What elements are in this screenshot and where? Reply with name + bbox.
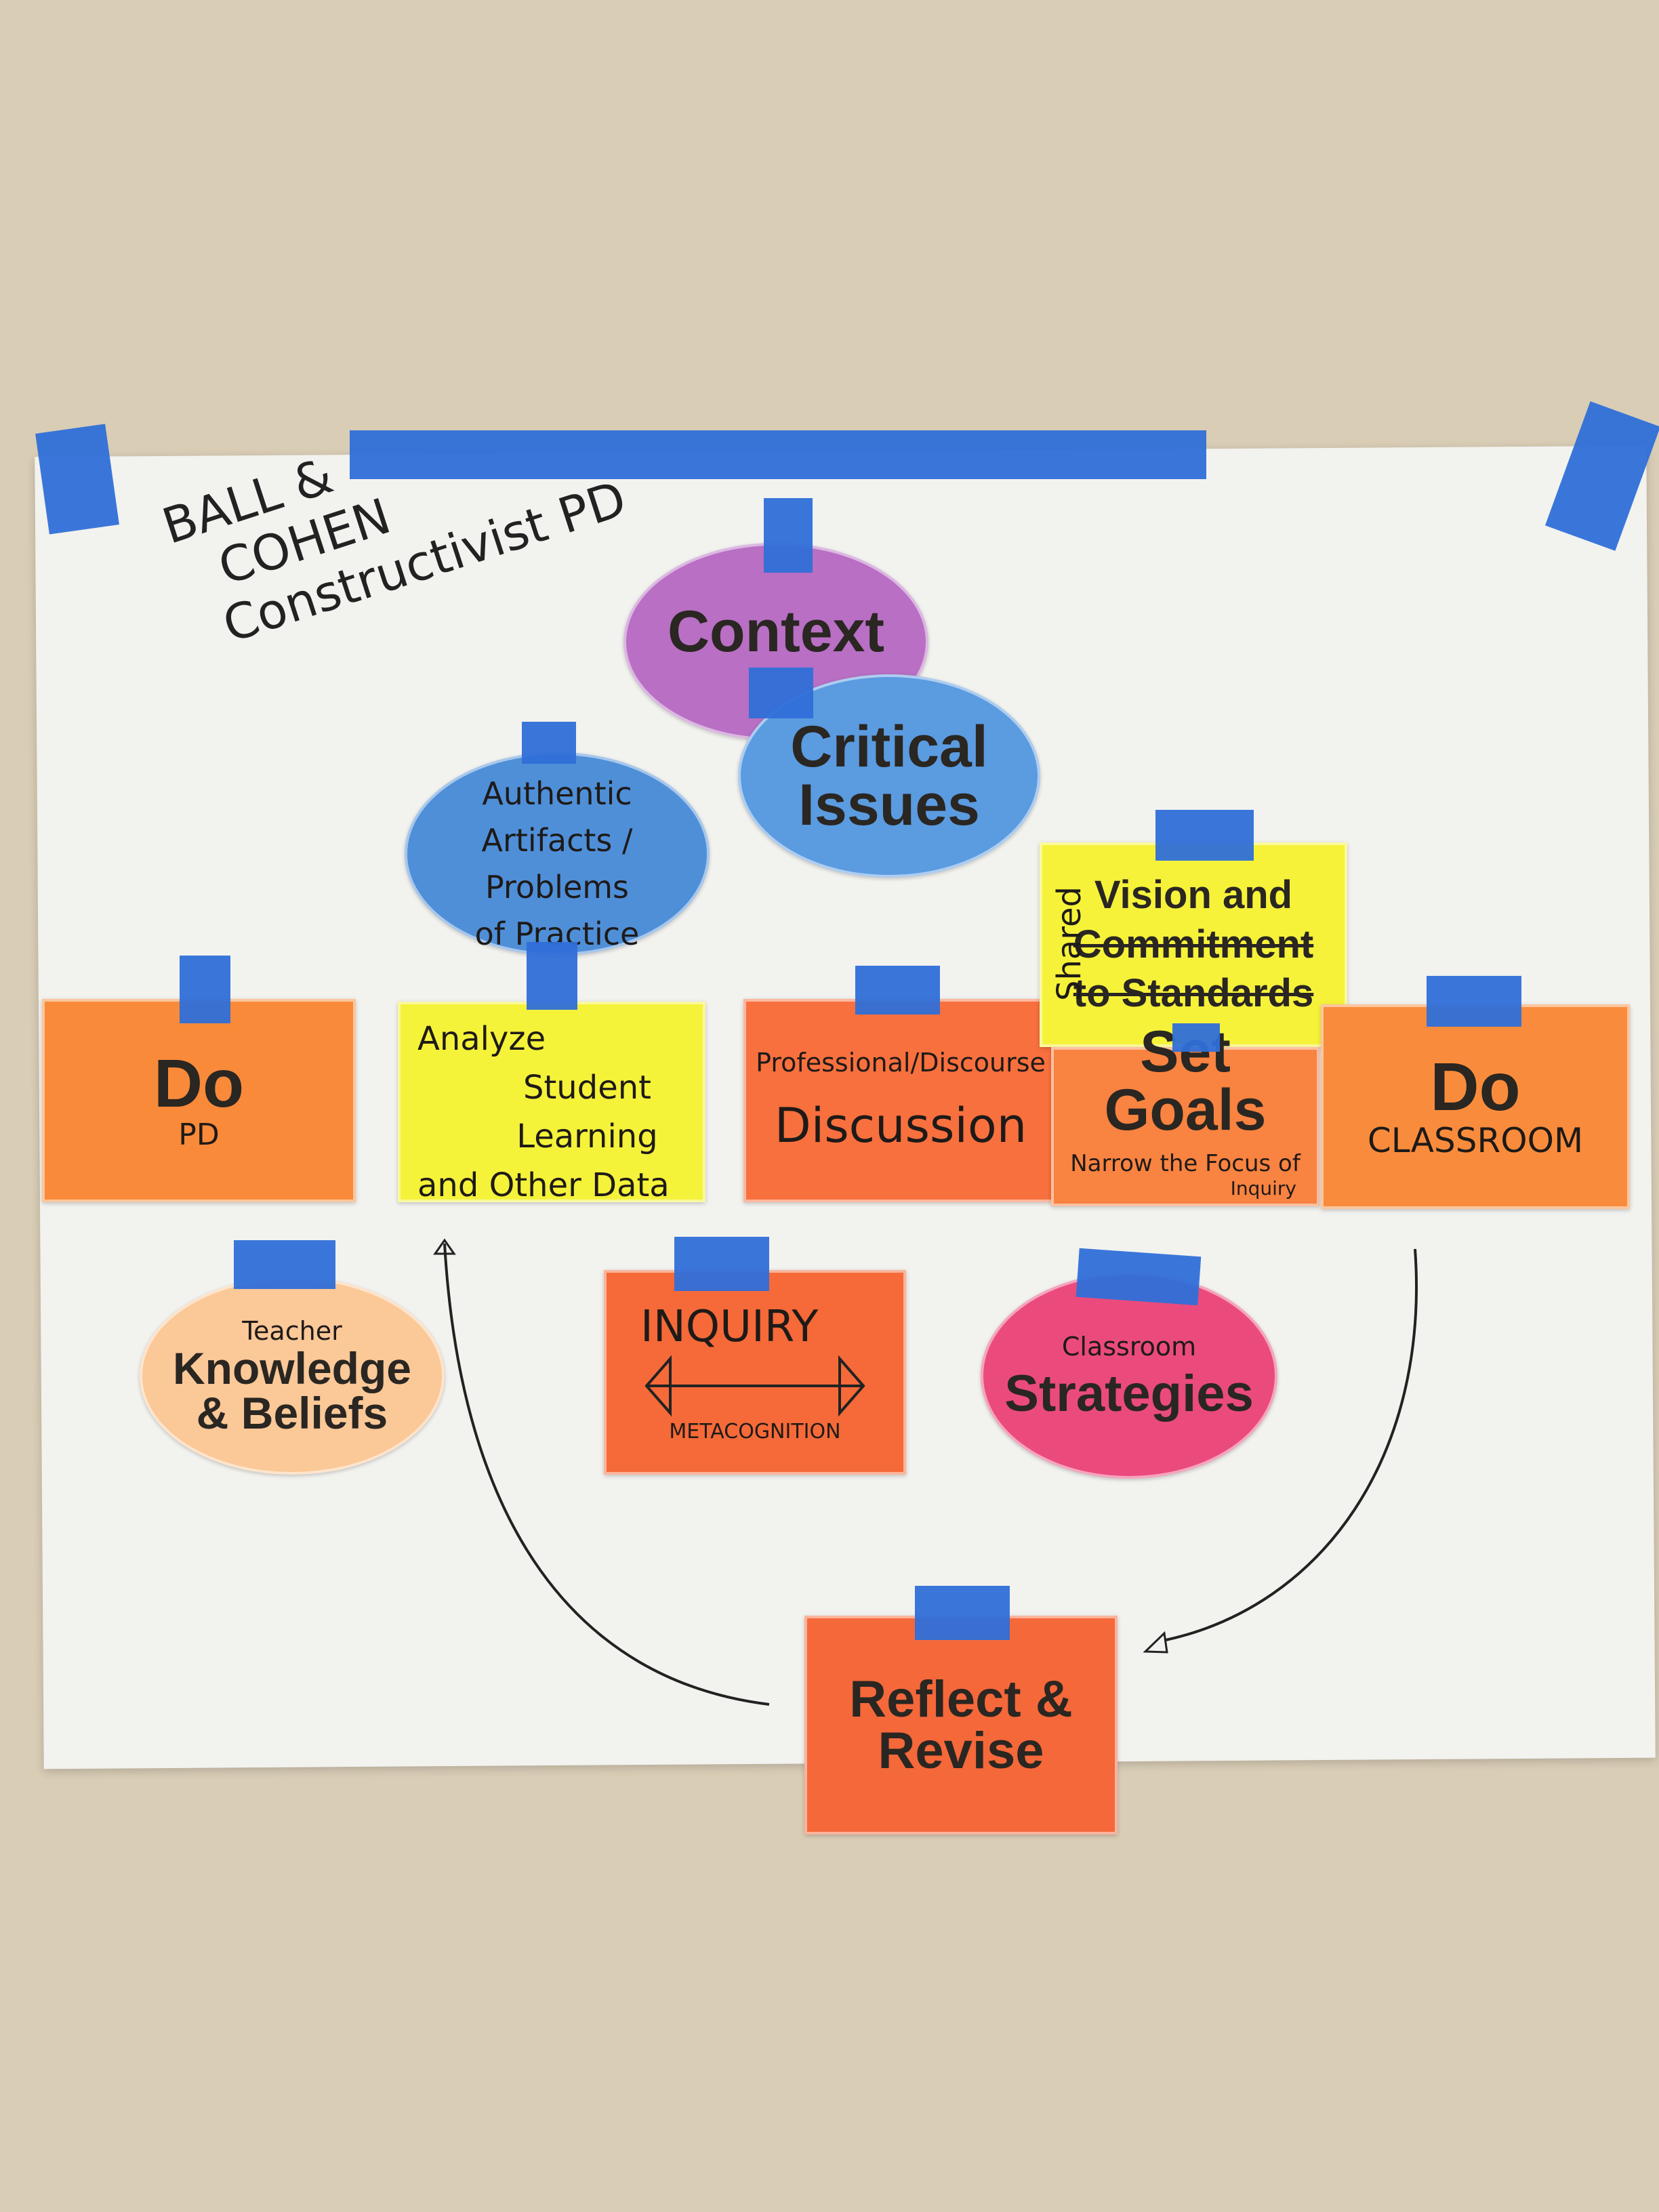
node-do-classroom: Do CLASSROOM (1321, 1004, 1630, 1209)
node-knowledge-beliefs: Teacher Knowledge & Beliefs (140, 1277, 445, 1475)
arrow-reflect-to-analyze (443, 1243, 770, 1706)
node-label: & Beliefs (196, 1388, 388, 1438)
node-note: Professional/Discourse (756, 1048, 1046, 1078)
tape (674, 1237, 769, 1291)
node-inquiry: INQUIRY METACOGNITION (604, 1270, 906, 1475)
node-label: Analyze (417, 1020, 546, 1058)
node-label: Commitment (1073, 922, 1314, 966)
node-note: PD (178, 1117, 220, 1152)
tape (764, 498, 813, 573)
tape (350, 430, 1206, 479)
node-authentic-artifacts: Authentic Artifacts / Problems of Practi… (405, 752, 710, 956)
tape (180, 956, 230, 1023)
node-label: Context (667, 599, 885, 664)
node-note: Teacher (242, 1316, 342, 1346)
tape (749, 668, 813, 718)
tape (855, 966, 940, 1015)
node-vision: Shared Vision and Commitment to Standard… (1040, 842, 1347, 1047)
node-label: to Standards (1073, 971, 1314, 1016)
node-do-pd: Do PD (42, 999, 356, 1202)
node-label: Knowledge (172, 1343, 411, 1393)
node-label: Do (1430, 1049, 1521, 1125)
tape (234, 1240, 335, 1289)
tape (1076, 1248, 1202, 1306)
node-note: METACOGNITION (669, 1419, 841, 1443)
tape (522, 722, 576, 764)
node-note: CLASSROOM (1367, 1121, 1584, 1160)
node-label: Revise (878, 1721, 1044, 1780)
tape (527, 942, 577, 1010)
tape (1427, 976, 1521, 1027)
node-label: Strategies (1004, 1365, 1254, 1422)
node-note: Classroom (1061, 1332, 1197, 1361)
tape (1172, 1023, 1220, 1052)
node-strategies: Classroom Strategies (981, 1273, 1277, 1479)
node-label: Authentic (482, 775, 632, 812)
node-label: Reflect & (849, 1670, 1073, 1728)
tape (1155, 810, 1254, 861)
node-note: Narrow the Focus of (1070, 1150, 1300, 1177)
tape (915, 1586, 1010, 1640)
node-label: Artifacts / Problems (481, 822, 633, 905)
node-discussion: Professional/Discourse Discussion (743, 999, 1058, 1202)
node-label: Discussion (774, 1098, 1027, 1153)
node-label: and Other Data (417, 1166, 670, 1204)
node-label: Issues (798, 773, 980, 838)
node-note: Shared (1050, 886, 1088, 1001)
node-label: Student Learning (516, 1069, 658, 1155)
arrow-do-to-reflect (1165, 1248, 1418, 1641)
node-label: Critical (790, 714, 988, 779)
node-label: Vision and (1094, 873, 1293, 918)
double-arrow-icon (644, 1355, 865, 1416)
arrowhead (433, 1238, 456, 1255)
arrowhead (1143, 1631, 1168, 1654)
node-note: Inquiry (1230, 1177, 1296, 1200)
node-label: Do (153, 1045, 245, 1122)
node-label: INQUIRY (640, 1301, 819, 1352)
node-reflect-revise: Reflect & Revise (804, 1616, 1118, 1835)
node-analyze: Analyze Student Learning and Other Data (398, 1002, 705, 1204)
node-set-goals: Set Goals Narrow the Focus of Inquiry (1051, 1023, 1319, 1206)
